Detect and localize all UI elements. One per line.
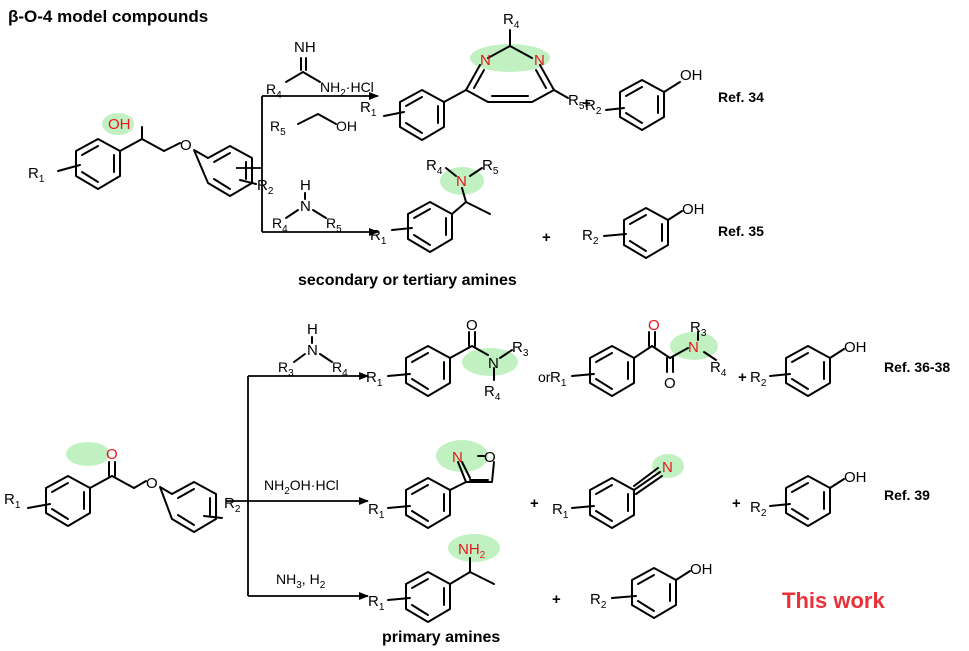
svg-text:R3: R3 xyxy=(278,359,294,379)
svg-text:N: N xyxy=(688,339,699,356)
product-amide: O N R3 R4 R1 xyxy=(366,317,529,403)
svg-text:R2: R2 xyxy=(224,495,241,515)
atom-r1-top: R1 xyxy=(28,165,45,185)
svg-text:O: O xyxy=(648,317,660,334)
svg-text:OH: OH xyxy=(682,201,705,218)
svg-text:R1: R1 xyxy=(366,369,383,389)
svg-text:OH: OH xyxy=(690,561,713,578)
svg-text:N: N xyxy=(480,52,491,69)
product-phenol-4: OH R2 xyxy=(750,469,867,527)
plus-5: + xyxy=(732,495,741,512)
substrate-ketone: O O R1 R2 xyxy=(4,442,241,533)
scheme-title: β-O-4 model compounds xyxy=(8,7,208,26)
plus-6: + xyxy=(552,591,561,608)
plus-4: + xyxy=(530,495,539,512)
svg-text:N: N xyxy=(534,52,545,69)
svg-text:OH: OH xyxy=(844,469,867,486)
substrate-alcohol: OH O R1 R2 xyxy=(28,113,274,197)
caption-secondary-tertiary: secondary or tertiary amines xyxy=(298,272,517,289)
svg-text:R1: R1 xyxy=(4,491,21,511)
atom-ether-o-top: O xyxy=(180,137,192,154)
svg-text:R1: R1 xyxy=(552,501,569,521)
svg-text:NH2: NH2 xyxy=(458,541,486,561)
product-phenol-3: OH R2 xyxy=(750,339,867,397)
product-phenol-1: OH R2 xyxy=(585,67,703,131)
ref-39: Ref. 39 xyxy=(884,487,930,503)
svg-text:N: N xyxy=(307,342,318,359)
svg-text:R5: R5 xyxy=(270,118,286,138)
svg-text:O: O xyxy=(484,449,496,466)
atom-oh-top: OH xyxy=(108,116,131,133)
reagent-ammonia-hydrogen: NH3, H2 xyxy=(276,571,326,591)
svg-text:N: N xyxy=(300,198,311,215)
svg-text:R1: R1 xyxy=(368,593,385,613)
svg-text:R5: R5 xyxy=(568,92,585,112)
svg-text:H: H xyxy=(307,321,318,338)
highlight-carbonyl-o xyxy=(66,442,110,466)
svg-text:R4: R4 xyxy=(332,359,348,379)
svg-text:O: O xyxy=(664,375,676,392)
svg-text:NH: NH xyxy=(294,39,316,56)
product-isoxazole: N O R1 xyxy=(368,440,496,529)
svg-text:O: O xyxy=(466,317,478,334)
reagent-hydroxylamine: NH2OH·HCl xyxy=(264,477,339,497)
svg-text:R4: R4 xyxy=(710,359,727,379)
svg-text:R2: R2 xyxy=(582,227,599,247)
ref-34: Ref. 34 xyxy=(718,89,764,105)
svg-text:R2: R2 xyxy=(750,499,767,519)
svg-text:NH2·HCl: NH2·HCl xyxy=(320,79,374,99)
svg-text:R1: R1 xyxy=(360,99,377,119)
product-primary-amine: NH2 R1 xyxy=(368,534,500,623)
svg-text:OH: OH xyxy=(336,118,357,134)
plus-2: + xyxy=(542,229,551,246)
svg-text:R5: R5 xyxy=(482,157,499,177)
svg-text:R4: R4 xyxy=(484,383,501,403)
highlight-nh2 xyxy=(448,534,500,562)
reagent-amine-r3r4: H N R3 R4 xyxy=(278,321,348,379)
svg-text:R2: R2 xyxy=(585,97,602,117)
highlight-isoxazole xyxy=(436,440,488,472)
product-benzonitrile: N R1 xyxy=(552,454,684,529)
svg-text:O: O xyxy=(146,475,158,492)
svg-text:R4: R4 xyxy=(426,157,443,177)
plus-3: + xyxy=(738,369,747,386)
svg-text:R5: R5 xyxy=(326,215,342,235)
svg-text:OH: OH xyxy=(844,339,867,356)
svg-text:R4: R4 xyxy=(503,11,520,31)
svg-text:R3: R3 xyxy=(690,319,707,339)
svg-text:N: N xyxy=(452,449,463,466)
svg-text:H: H xyxy=(300,177,311,194)
svg-text:N: N xyxy=(456,173,467,190)
reagent-amidine: NH R4 NH2·HCl xyxy=(266,39,374,101)
svg-text:R3: R3 xyxy=(512,339,529,359)
svg-text:OH: OH xyxy=(680,67,703,84)
plus-1: + xyxy=(582,95,591,112)
reagent-sec-amine: H N R4 R5 xyxy=(272,177,342,235)
ref-35: Ref. 35 xyxy=(718,223,764,239)
product-phenol-2: OH R2 xyxy=(582,201,705,259)
svg-text:N: N xyxy=(488,355,499,372)
this-work-label: This work xyxy=(782,588,885,613)
reagent-alcohol: R5 OH xyxy=(270,113,357,138)
product-pyrimidine: N N R4 R5 R1 xyxy=(360,11,585,141)
svg-text:N: N xyxy=(662,459,673,476)
highlight-pyrimidine-n xyxy=(470,44,550,72)
svg-text:O: O xyxy=(106,446,118,463)
caption-primary-amines: primary amines xyxy=(382,629,500,646)
svg-text:R2: R2 xyxy=(750,369,767,389)
atom-r2-top: R2 xyxy=(257,177,274,197)
connector-or: or xyxy=(538,369,551,385)
ref-36-38: Ref. 36-38 xyxy=(884,359,950,375)
svg-text:R1: R1 xyxy=(370,227,387,247)
svg-text:R2: R2 xyxy=(590,591,607,611)
svg-text:R1: R1 xyxy=(550,369,567,389)
product-ketoamide: O O N R3 R4 R1 xyxy=(550,317,727,397)
svg-text:R4: R4 xyxy=(272,215,288,235)
svg-text:R1: R1 xyxy=(368,501,385,521)
product-tertiary-amine: N R4 R5 R1 xyxy=(370,157,499,253)
svg-text:R4: R4 xyxy=(266,81,282,101)
product-phenol-5: OH R2 xyxy=(590,561,713,619)
highlight-oh xyxy=(102,113,134,135)
